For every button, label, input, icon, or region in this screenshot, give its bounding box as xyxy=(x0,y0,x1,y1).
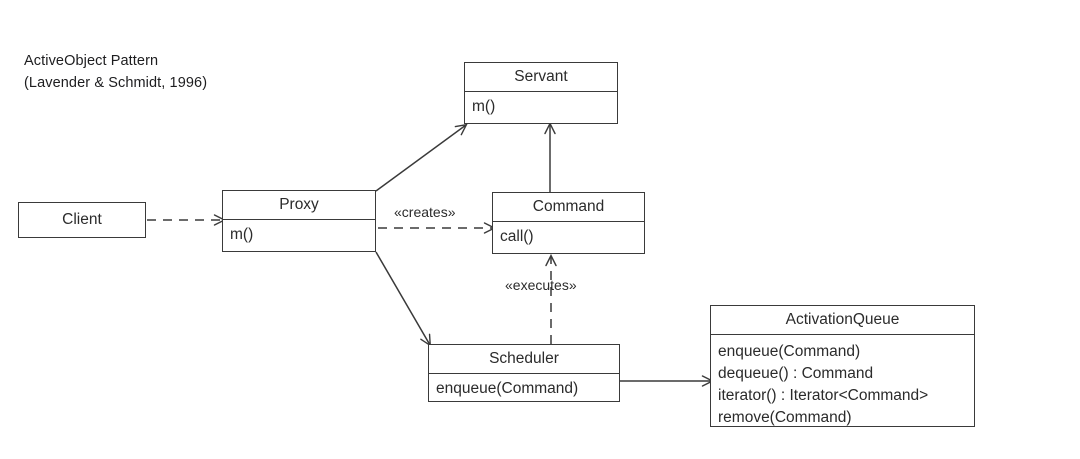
caption-line-title: ActiveObject Pattern xyxy=(24,53,159,69)
class-operations-servant: m() xyxy=(465,92,617,123)
link-proxy-to-scheduler xyxy=(375,251,432,347)
class-box-command[interactable]: Command call() xyxy=(492,192,645,254)
stereotype-label-creates: «creates» xyxy=(394,204,456,220)
operation-item: dequeue() : Command xyxy=(718,364,874,382)
operation-item: m() xyxy=(230,225,254,243)
class-operations-proxy: m() xyxy=(223,220,375,251)
diagram-caption: ActiveObject Pattern (Lavender & Schmidt… xyxy=(24,50,207,95)
class-box-activationqueue[interactable]: ActivationQueue enqueue(Command) dequeue… xyxy=(710,305,975,427)
class-name-scheduler: Scheduler xyxy=(429,345,619,374)
class-name-servant: Servant xyxy=(465,63,617,92)
class-operations-scheduler: enqueue(Command) xyxy=(429,374,619,405)
operation-item: iterator() : Iterator<Command> xyxy=(718,386,929,404)
class-name-command: Command xyxy=(493,193,644,222)
class-name-activationqueue: ActivationQueue xyxy=(711,306,974,335)
class-name-proxy: Proxy xyxy=(223,191,375,220)
class-operations-command: call() xyxy=(493,222,644,253)
class-box-client[interactable]: Client xyxy=(18,202,146,238)
operation-item: m() xyxy=(472,97,496,115)
class-name-client: Client xyxy=(62,211,102,228)
class-box-scheduler[interactable]: Scheduler enqueue(Command) xyxy=(428,344,620,402)
link-proxy-to-servant xyxy=(375,123,468,192)
operation-item: enqueue(Command) xyxy=(436,379,579,397)
class-box-proxy[interactable]: Proxy m() xyxy=(222,190,376,252)
stereotype-label-executes: «executes» xyxy=(505,277,577,293)
class-operations-activationqueue: enqueue(Command) dequeue() : Command ite… xyxy=(711,335,974,434)
operation-item: remove(Command) xyxy=(718,408,852,426)
caption-line-citation: (Lavender & Schmidt, 1996) xyxy=(24,75,208,92)
operation-item: call() xyxy=(500,227,534,245)
class-box-servant[interactable]: Servant m() xyxy=(464,62,618,124)
operation-item: enqueue(Command) xyxy=(718,342,861,360)
